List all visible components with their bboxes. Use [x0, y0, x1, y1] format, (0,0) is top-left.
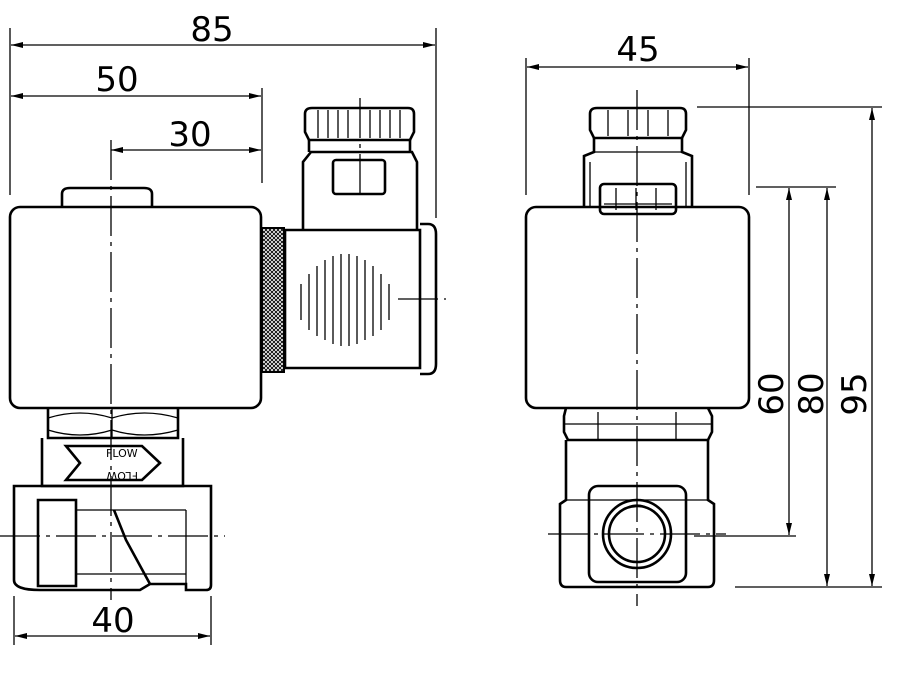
front-view: 85 50 30 40 — [0, 10, 446, 645]
dim-50-label: 50 — [95, 60, 138, 100]
knurled-nut — [261, 227, 285, 373]
side-view: 45 60 80 95 — [524, 30, 882, 606]
flow-arrow — [63, 444, 162, 482]
cable-gland — [303, 106, 416, 142]
dim-45-label: 45 — [616, 30, 659, 70]
dim-60-label: 60 — [752, 372, 792, 415]
side-screw-clip — [598, 182, 678, 216]
dim-85-label: 85 — [190, 10, 233, 50]
side-connector-neck — [582, 138, 694, 207]
connector-slot — [331, 158, 387, 196]
coil-body — [8, 205, 263, 410]
connector-housing — [283, 228, 422, 370]
inlet-port — [36, 498, 78, 588]
gland-ribs — [317, 110, 401, 138]
dim-40-label: 40 — [91, 601, 134, 641]
side-cable-gland — [588, 106, 688, 140]
dim-80-label: 80 — [792, 372, 832, 415]
dim-95-label: 95 — [835, 372, 875, 415]
hex-nut-side — [562, 407, 714, 442]
dim-30-label: 30 — [168, 115, 211, 155]
connector-neck — [301, 150, 419, 230]
hex-nut-front — [46, 408, 180, 440]
coil-cap — [60, 186, 154, 207]
flow-label: FLOW — [106, 447, 138, 460]
flow-label-mirrored: FLOW — [106, 469, 138, 482]
connector-grille — [300, 254, 390, 346]
